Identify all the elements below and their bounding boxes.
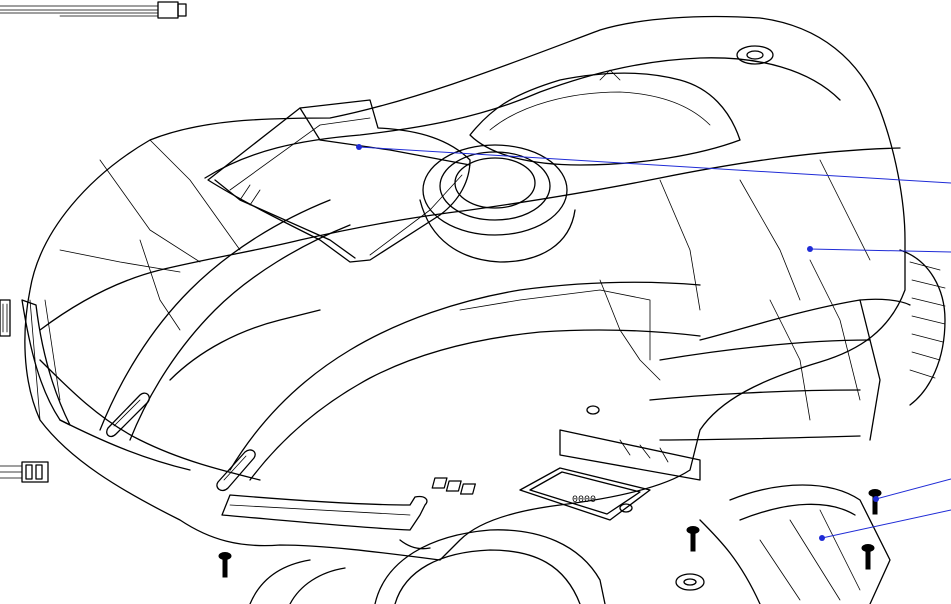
round-dome (419, 144, 576, 263)
connector-left-lower (0, 461, 49, 483)
display-digits: 0000 (572, 495, 596, 506)
leader-dot-top-cover (356, 144, 362, 150)
wire-harness-top (0, 1, 187, 19)
leader-lines (356, 144, 951, 541)
screw-front (218, 552, 232, 578)
display-panel: 0000 (431, 467, 651, 521)
front-slot-right (216, 449, 256, 492)
leader-dot-main-shell (807, 246, 813, 252)
leader-main-shell (809, 248, 951, 253)
wheel-left (249, 559, 346, 604)
side-logo-region (559, 405, 701, 481)
main-shell (24, 15, 911, 561)
leader-top-cover (358, 146, 951, 184)
chassis-rear (699, 249, 946, 604)
leader-dot-chassis (819, 535, 825, 541)
top-cover-handle (207, 99, 471, 263)
screw-lower (861, 544, 875, 570)
front-bumper (221, 494, 431, 550)
leader-chassis (821, 509, 951, 539)
front-slot-far-left (21, 299, 71, 426)
wheel-center (374, 529, 705, 604)
front-slot-left (106, 392, 150, 438)
screw-upper (868, 489, 882, 515)
connector-left-upper (0, 299, 11, 337)
leader-dot-screw-upper (873, 496, 879, 502)
rear-opening (469, 45, 774, 166)
leader-screw-upper (875, 478, 951, 500)
screw-display (686, 526, 700, 552)
